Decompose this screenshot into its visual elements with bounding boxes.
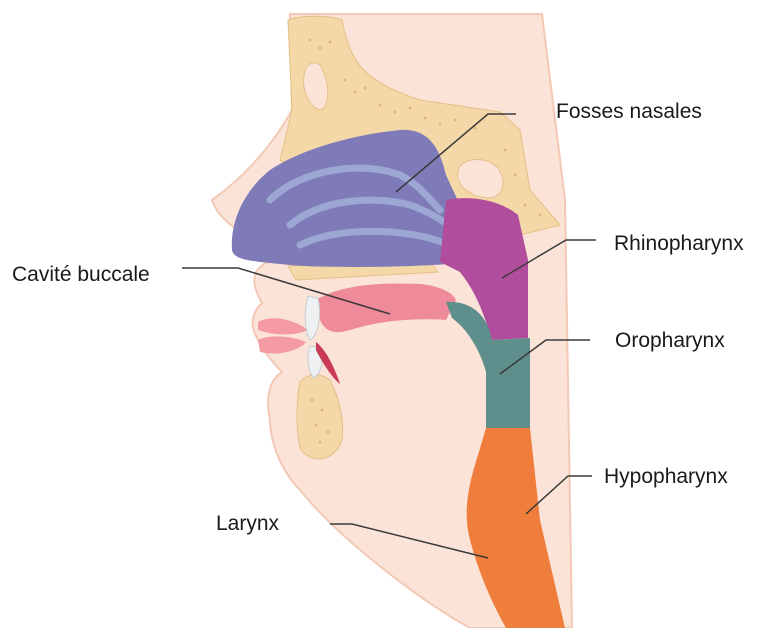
label-oropharynx: Oropharynx bbox=[615, 330, 725, 351]
label-fosses-nasales: Fosses nasales bbox=[556, 101, 702, 122]
label-hypopharynx: Hypopharynx bbox=[604, 466, 728, 487]
label-rhinopharynx: Rhinopharynx bbox=[614, 233, 744, 254]
label-larynx: Larynx bbox=[216, 513, 279, 534]
label-cavite-buccale: Cavité buccale bbox=[12, 264, 150, 285]
